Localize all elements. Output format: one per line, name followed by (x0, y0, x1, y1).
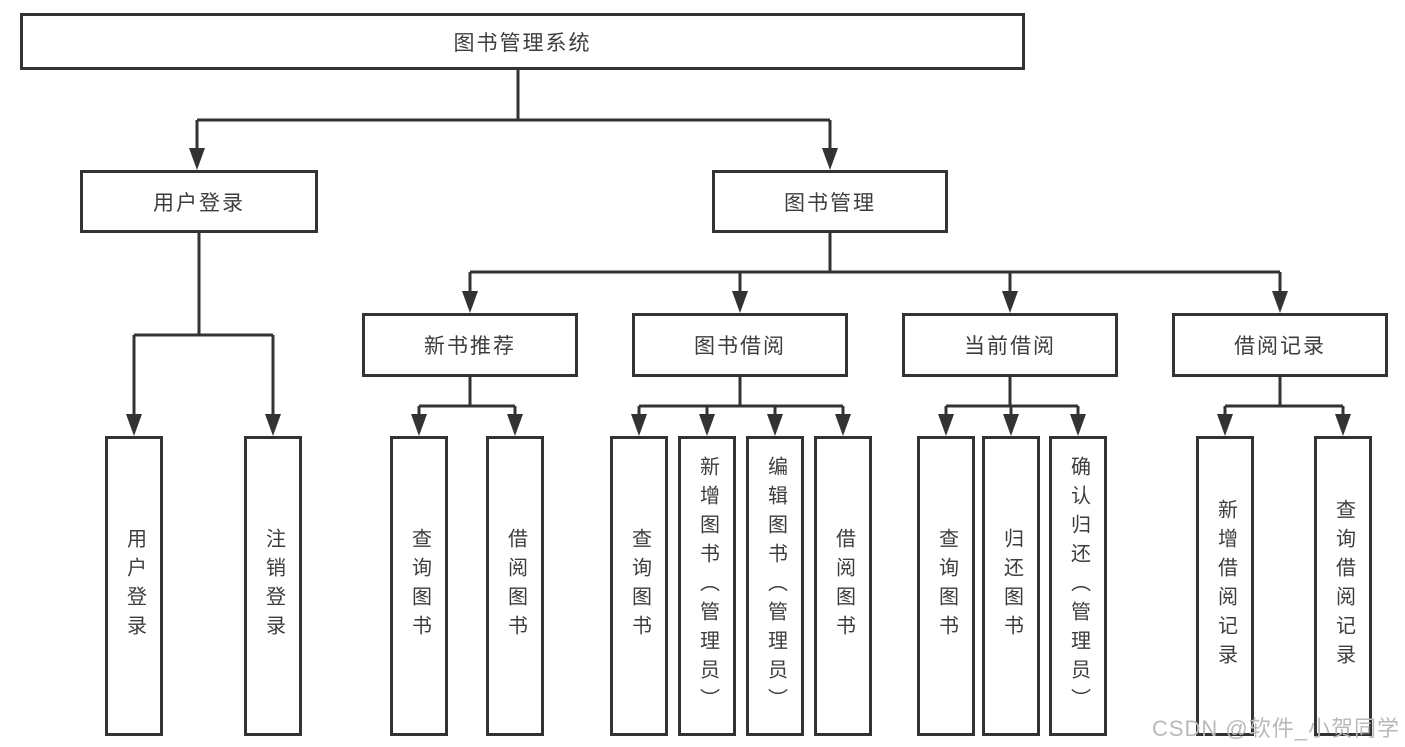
connector-borrowing-records-children (1217, 377, 1351, 436)
csdn-watermark: CSDN @软件_小贺同学 (1151, 716, 1400, 741)
leaf-borrowing-borrow-books: 借阅图书 (814, 436, 872, 736)
arrow-down-icon (822, 148, 838, 170)
connector-root-to-level2 (189, 70, 838, 170)
leaf-logout: 注销登录 (244, 436, 302, 736)
leaf-add-books-admin: 新增图书（管理员） (678, 436, 736, 736)
node-book-management: 图书管理 (712, 170, 948, 233)
node-label: 归还图书 (1000, 528, 1023, 644)
node-label: 查询图书 (628, 528, 651, 644)
arrow-down-icon (1002, 291, 1018, 313)
arrow-down-icon (631, 414, 647, 436)
leaf-newrec-borrow-books: 借阅图书 (486, 436, 544, 736)
leaf-return-books: 归还图书 (982, 436, 1040, 736)
node-label: 查询图书 (935, 528, 958, 644)
connector-current-borrowing-children (938, 377, 1086, 436)
node-label: 借阅图书 (504, 528, 527, 644)
leaf-borrowing-query-books: 查询图书 (610, 436, 668, 736)
node-label: 新书推荐 (424, 335, 516, 358)
arrow-down-icon (1335, 414, 1351, 436)
node-label: 注销登录 (262, 528, 285, 644)
connector-line (468, 233, 1282, 297)
connector-line (944, 377, 1080, 420)
arrow-down-icon (126, 414, 142, 436)
node-label: 图书管理系统 (453, 31, 592, 55)
node-library-management-system: 图书管理系统 (20, 13, 1025, 70)
arrow-down-icon (189, 148, 205, 170)
connector-line (1223, 377, 1345, 420)
leaf-add-borrow-record: 新增借阅记录 (1196, 436, 1254, 736)
arrow-down-icon (732, 291, 748, 313)
arrow-down-icon (1070, 414, 1086, 436)
arrow-down-icon (462, 291, 478, 313)
connector-line (195, 70, 832, 154)
connector-line (417, 377, 517, 420)
node-label: 编辑图书（管理员） (764, 455, 787, 717)
arrow-down-icon (835, 414, 851, 436)
leaf-confirm-return-admin: 确认归还（管理员） (1049, 436, 1107, 736)
node-label: 确认归还（管理员） (1067, 455, 1090, 717)
arrow-down-icon (699, 414, 715, 436)
leaf-user-login: 用户登录 (105, 436, 163, 736)
connector-line (637, 377, 845, 420)
leaf-newrec-query-books: 查询图书 (390, 436, 448, 736)
node-label: 图书管理 (784, 191, 876, 215)
arrow-down-icon (265, 414, 281, 436)
node-label: 新增图书（管理员） (696, 455, 719, 717)
node-user-login: 用户登录 (80, 170, 318, 233)
arrow-down-icon (411, 414, 427, 436)
node-label: 当前借阅 (964, 335, 1056, 358)
leaf-current-query-books: 查询图书 (917, 436, 975, 736)
node-label: 图书借阅 (694, 335, 786, 358)
node-label: 借阅图书 (832, 528, 855, 644)
connector-book-management-children (462, 233, 1288, 313)
node-label: 用户登录 (123, 528, 146, 644)
arrow-down-icon (1003, 414, 1019, 436)
node-current-borrowing: 当前借阅 (902, 313, 1118, 377)
node-label: 查询图书 (408, 528, 431, 644)
node-book-borrowing: 图书借阅 (632, 313, 848, 377)
node-label: 借阅记录 (1234, 335, 1326, 358)
arrow-down-icon (507, 414, 523, 436)
arrow-down-icon (1217, 414, 1233, 436)
arrow-down-icon (1272, 291, 1288, 313)
connector-user-login-children (126, 233, 281, 436)
node-label: 查询借阅记录 (1332, 499, 1355, 673)
connector-new-book-rec-children (411, 377, 523, 436)
leaf-edit-books-admin: 编辑图书（管理员） (746, 436, 804, 736)
node-label: 用户登录 (153, 191, 245, 215)
node-borrowing-records: 借阅记录 (1172, 313, 1388, 377)
arrow-down-icon (938, 414, 954, 436)
node-label: 新增借阅记录 (1214, 499, 1237, 673)
node-new-book-recommendation: 新书推荐 (362, 313, 578, 377)
arrow-down-icon (767, 414, 783, 436)
connector-line (132, 233, 275, 420)
connector-book-borrowing-children (631, 377, 851, 436)
leaf-query-borrow-record: 查询借阅记录 (1314, 436, 1372, 736)
